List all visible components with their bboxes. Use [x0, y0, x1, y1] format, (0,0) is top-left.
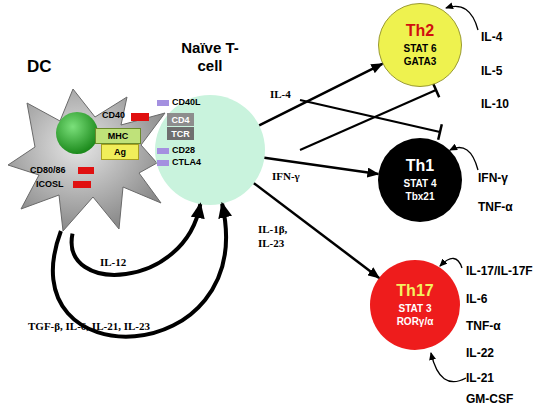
edge-label: TGF-β, IL-6, IL-21, IL-23 — [28, 320, 150, 332]
cytokine-label: TNF-α — [466, 319, 501, 333]
cell-title: Th1 — [406, 157, 434, 175]
molecule-label: CD40L — [172, 97, 201, 107]
receptor-box: CD4 — [167, 113, 194, 126]
cytokine-label: GM-CSF — [466, 392, 513, 406]
cytokine-label: IL-4 — [481, 30, 502, 44]
cell-title: Naïve T-cell — [175, 39, 245, 75]
costim-marker — [131, 113, 149, 121]
cytokine-label: IL-5 — [481, 64, 502, 78]
mhc-box: MHC — [95, 128, 141, 144]
nucleus — [56, 112, 98, 154]
connector-arrow — [259, 64, 382, 126]
cytokine-label: IL-17/IL-17F — [466, 264, 533, 278]
th1-cell: Th1STAT 4 Tbx21 — [378, 138, 462, 222]
th17-cell: Th17STAT 3 RORγ/α — [370, 260, 460, 350]
cytokine-label: IL-22 — [466, 346, 494, 360]
cell-title: DC — [27, 57, 52, 77]
dendritic-cell-shape — [5, 85, 170, 235]
costim-marker — [73, 181, 91, 188]
molecule-name: TCR — [171, 129, 190, 139]
molecule-label: CD28 — [172, 145, 195, 155]
cytokine-label: IL-6 — [466, 292, 487, 306]
transcription-factors: STAT 4 Tbx21 — [395, 177, 445, 203]
edge-label: IL-1β, IL-23 — [258, 222, 302, 250]
edge-label: IFN-γ — [272, 170, 300, 182]
cell-body — [8, 89, 165, 231]
costim-marker — [78, 167, 94, 174]
cytokine-label: TNF-α — [478, 200, 513, 214]
molecule-label: CD40 — [102, 110, 125, 120]
cytokine-label: IFN-γ — [478, 171, 508, 185]
inhibition-bar — [438, 124, 442, 140]
naive-t-cell: Naïve T-cellCD4TCR — [155, 95, 265, 205]
molecule-label: CD80/86 — [30, 165, 66, 175]
receptor-marker — [157, 100, 169, 106]
cytokine-label: IL-10 — [481, 97, 509, 111]
molecule-name: Ag — [114, 147, 126, 157]
cell-title: Th2 — [406, 22, 434, 40]
th2-cell: Th2STAT 6 GATA3 — [378, 3, 462, 87]
molecule-label: ICOSL — [36, 179, 64, 189]
molecule-name: MHC — [108, 131, 129, 141]
antigen-box: Ag — [101, 144, 139, 160]
inhibition-line — [300, 100, 440, 132]
connector-arrow — [53, 204, 226, 337]
autocrine-arrow — [440, 258, 462, 268]
edge-label: IL-4 — [270, 88, 291, 100]
connector-arrow — [254, 183, 379, 278]
receptor-box: TCR — [167, 127, 194, 140]
connector-arrow — [72, 204, 201, 275]
molecule-name: CD4 — [171, 115, 189, 125]
dendritic-cell: DCMHCAg — [5, 85, 170, 235]
molecule-label: CTLA4 — [172, 157, 201, 167]
receptor-marker — [157, 160, 169, 166]
cell-title: Th17 — [396, 282, 433, 300]
transcription-factors: STAT 6 GATA3 — [395, 42, 445, 68]
receptor-marker — [157, 148, 169, 154]
receptor-markers — [155, 95, 265, 205]
transcription-factors: STAT 3 RORγ/α — [387, 302, 443, 328]
cytokine-label: IL-21 — [466, 371, 494, 385]
inhibition-bar — [433, 83, 439, 98]
edge-label: IL-12 — [100, 256, 126, 268]
autocrine-arrow — [431, 353, 466, 382]
